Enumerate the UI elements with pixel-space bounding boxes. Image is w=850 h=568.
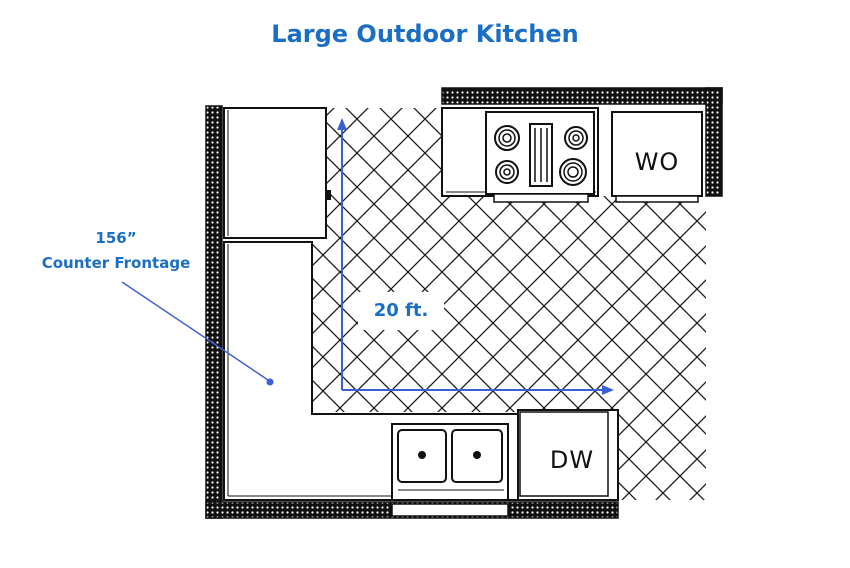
exterior-walls — [205, 87, 723, 519]
wine-cooler-label: WO — [635, 148, 680, 176]
dishwasher-label: DW — [550, 446, 594, 474]
refrigerator-icon — [223, 107, 331, 239]
stove-icon — [485, 111, 595, 203]
counter-frontage-callout: 156” Counter Frontage — [28, 226, 204, 276]
dishwasher: DW — [517, 409, 619, 501]
page-title: Large Outdoor Kitchen — [271, 20, 579, 48]
patio-floor — [312, 108, 706, 500]
wall-opening — [391, 503, 509, 517]
callout-value: 156” — [95, 229, 137, 247]
wine-cooler: WO — [611, 111, 703, 203]
dimension-arrows — [337, 118, 614, 395]
callout-label: Counter Frontage — [41, 254, 191, 272]
double-sink-icon — [391, 423, 509, 501]
callout-leader — [121, 281, 274, 386]
dimension-label: 20 ft. — [358, 292, 444, 330]
